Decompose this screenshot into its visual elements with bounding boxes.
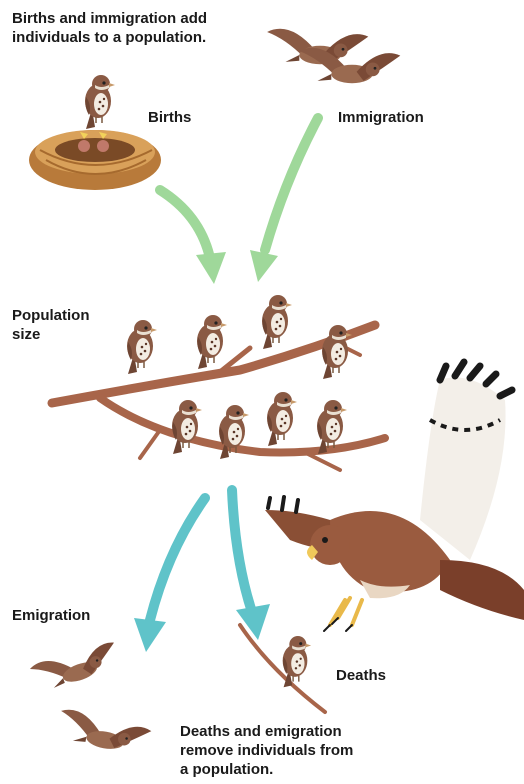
sparrow-icon xyxy=(267,392,297,446)
nest-icon xyxy=(29,130,161,190)
sparrow-icon xyxy=(262,295,292,349)
arrow-icon xyxy=(250,118,318,282)
bottom-caption-line: Deaths and emigration xyxy=(180,723,342,740)
sparrow-icon xyxy=(29,636,122,695)
hawk-icon xyxy=(265,362,524,631)
immigration-label: Immigration xyxy=(338,108,424,127)
top-caption-line: individuals to a population. xyxy=(12,29,206,46)
sparrow-icon xyxy=(85,75,115,129)
bottom-caption-line: a population. xyxy=(180,761,273,778)
population-size-label: Population size xyxy=(12,306,90,344)
population-size-line: size xyxy=(12,326,40,343)
top-caption-line: Births and immigration add xyxy=(12,10,207,27)
top-caption: Births and immigration add individuals t… xyxy=(12,9,207,47)
population-size-line: Population xyxy=(12,307,90,324)
sparrow-icon xyxy=(197,315,227,369)
arrow-icon xyxy=(232,490,270,640)
arrow-icon xyxy=(134,498,205,652)
sparrow-icon xyxy=(299,48,400,83)
arrow-icon xyxy=(160,190,226,284)
bottom-caption-line: remove individuals from xyxy=(180,742,353,759)
emigration-label: Emigration xyxy=(12,606,90,625)
births-label: Births xyxy=(148,108,191,127)
branch-icon xyxy=(240,625,325,712)
bottom-caption: Deaths and emigration remove individuals… xyxy=(180,722,353,779)
deaths-label: Deaths xyxy=(336,666,386,685)
sparrow-icon xyxy=(127,320,157,374)
sparrow-icon xyxy=(283,636,312,687)
sparrow-icon xyxy=(172,400,202,454)
sparrow-icon xyxy=(56,708,153,756)
